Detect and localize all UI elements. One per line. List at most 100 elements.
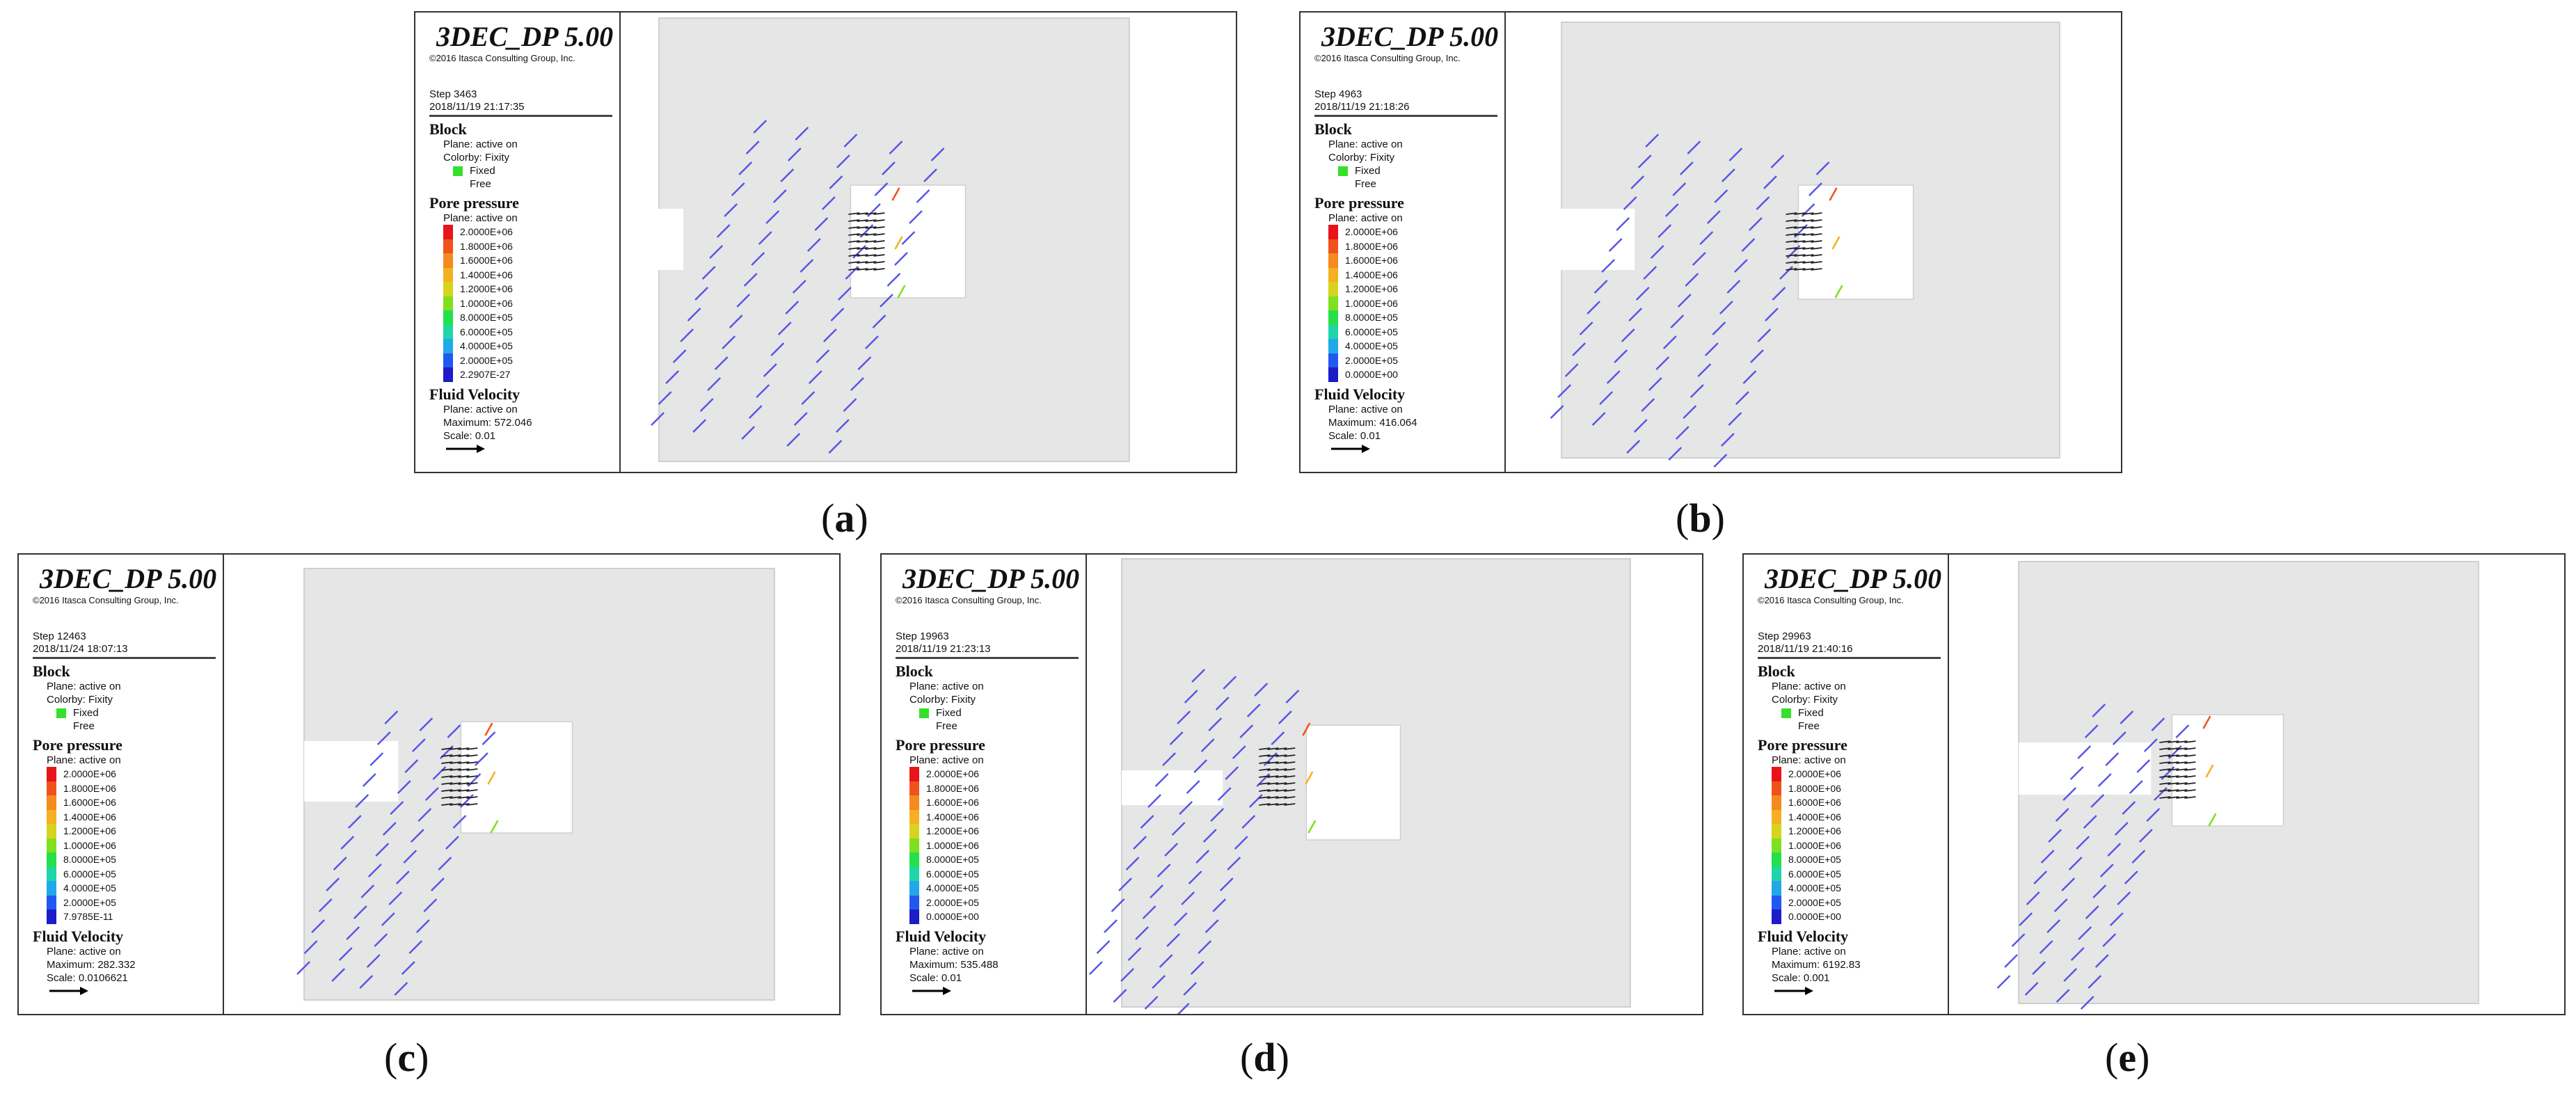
joint-segment — [1687, 141, 1701, 154]
colorbar-swatch — [47, 881, 56, 896]
flow-vector — [848, 268, 860, 271]
joint-segment — [814, 217, 829, 231]
joint-segment — [2124, 871, 2138, 884]
flow-vector — [1802, 226, 1814, 229]
colorbar-value: 1.2000E+06 — [63, 825, 116, 836]
joint-segment — [1726, 280, 1741, 294]
flow-vector — [848, 233, 860, 236]
flow-vector — [1786, 233, 1797, 236]
flow-vector — [1794, 240, 1806, 243]
colorbar-swatch — [443, 353, 453, 367]
colorbar-swatch — [47, 824, 56, 839]
joint-segment — [1133, 836, 1147, 850]
joint-segment — [1166, 933, 1181, 947]
colorbar-value: 2.0000E+06 — [926, 768, 979, 779]
flow-vector — [458, 761, 470, 764]
flow-vector — [1259, 768, 1271, 771]
flow-vector — [1284, 754, 1296, 757]
fluid-plane: Plane: active on — [47, 945, 121, 958]
joint-segment — [2088, 975, 2102, 989]
block-colorby: Colorby: Fixity — [1328, 152, 1395, 164]
joint-segment — [882, 161, 896, 175]
joint-segment — [475, 752, 488, 766]
flow-vector — [865, 240, 877, 243]
app-title: 3DEC_DP 5.00 — [40, 563, 217, 594]
step-label: Step 29963 — [1758, 630, 1811, 642]
flow-vector — [857, 233, 868, 236]
joint-segment — [1156, 864, 1171, 877]
pore-section-title: Pore pressure — [429, 194, 519, 212]
joint-segment — [1719, 301, 1733, 315]
colorbar-value: 1.0000E+06 — [1788, 839, 1841, 851]
colorbar-swatch — [909, 881, 919, 896]
joint-segment — [1593, 280, 1608, 294]
colorbar-value: 2.0000E+05 — [460, 354, 513, 366]
flow-vector — [1786, 268, 1797, 271]
joint-segment — [1779, 266, 1793, 280]
pressure-accent — [1834, 285, 1843, 299]
caption-close: ) — [2136, 1035, 2150, 1080]
joint-segment — [296, 961, 311, 975]
colorbar-swatch — [1772, 881, 1781, 896]
colorbar-swatch — [1328, 282, 1338, 296]
caption-open: ( — [1240, 1035, 1254, 1080]
pressure-accent — [2208, 813, 2217, 827]
fluid-section-title: Fluid Velocity — [1758, 927, 1849, 945]
flow-vector — [873, 268, 885, 271]
fluid-section-title: Fluid Velocity — [429, 385, 520, 403]
flow-vector — [1811, 261, 1822, 264]
model-view-c — [224, 555, 839, 1014]
joint-segment — [1664, 203, 1679, 217]
pressure-accent — [1305, 771, 1314, 785]
joint-segment — [1772, 287, 1786, 301]
joint-segment — [837, 287, 852, 301]
flow-vector — [865, 226, 877, 229]
flow-vector — [1794, 233, 1806, 236]
flow-vector — [1794, 219, 1806, 222]
joint-segment — [780, 168, 795, 182]
joint-segment — [1193, 759, 1208, 773]
joint-segment — [1621, 328, 1635, 342]
colorbar-value: 1.4000E+06 — [926, 811, 979, 823]
flow-vector — [2176, 747, 2188, 750]
free-label: Free — [936, 720, 957, 732]
flow-vector — [1794, 212, 1806, 215]
joint-segment — [2053, 898, 2068, 912]
flow-vector — [441, 768, 453, 771]
colorbar-value: 1.4000E+06 — [460, 269, 513, 280]
joint-segment — [2107, 843, 2122, 857]
joint-segment — [1599, 391, 1614, 405]
caption-letter: e — [2118, 1035, 2137, 1080]
colorbar-swatch — [47, 767, 56, 781]
joint-segment — [390, 801, 404, 815]
joint-segment — [793, 412, 808, 426]
joint-segment — [2068, 857, 2083, 871]
colorbar-swatch — [909, 795, 919, 810]
joint-segment — [2083, 815, 2097, 829]
flow-vector — [1275, 754, 1287, 757]
fluid-maximum: Maximum: 535.488 — [909, 958, 999, 971]
joint-segment — [1227, 857, 1241, 871]
fixed-color-swatch — [56, 708, 66, 718]
caption-letter: a — [834, 495, 855, 541]
flow-vector — [1275, 782, 1287, 785]
colorbar-swatch — [1772, 781, 1781, 795]
caption-c: (c) — [384, 1037, 429, 1079]
block-plane: Plane: active on — [1328, 138, 1403, 150]
legend-divider — [1314, 115, 1497, 117]
colorbar-swatch — [443, 225, 453, 239]
pore-plane: Plane: active on — [1328, 212, 1403, 224]
flow-vector — [1259, 775, 1271, 778]
joint-segment — [1173, 912, 1188, 926]
joint-segment — [829, 175, 843, 189]
flow-vector — [1786, 247, 1797, 250]
flow-vector — [857, 268, 868, 271]
caption-letter: c — [397, 1035, 416, 1080]
flow-vector — [466, 803, 478, 806]
flow-vector — [865, 261, 877, 264]
flow-vector — [1802, 240, 1814, 243]
joint-segment — [916, 189, 930, 203]
